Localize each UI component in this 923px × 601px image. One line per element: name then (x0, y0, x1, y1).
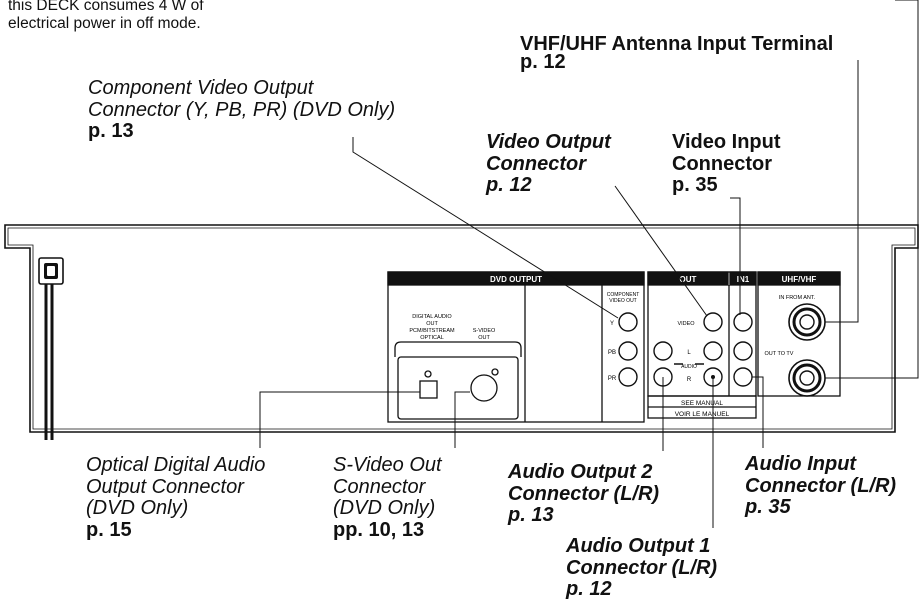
component-label-1: COMPONENT (607, 292, 640, 298)
dvd-output-header: DVD OUTPUT (490, 275, 542, 284)
callout-svideo-out: S-Video Out Connector (DVD Only) pp. 10,… (333, 454, 442, 541)
leader-video-input (730, 197, 741, 315)
component-video-line2: Connector (Y, PB, PR) (DVD Only) (88, 98, 396, 121)
audio-l-label: L (687, 350, 691, 356)
leader-optical-audio (259, 391, 420, 448)
svideo-out-line1: S-Video Out (333, 454, 442, 476)
out-to-tv-label: OUT TO TV (765, 351, 794, 357)
dvd-output-panel (387, 271, 645, 423)
callout-audio-input: Audio Input Connector (L/R) p. 35 (745, 453, 897, 519)
audio-input-line2: Connector (L/R) (745, 474, 897, 497)
video-input-line1: Video Input (672, 131, 781, 153)
svideo-out-page: pp. 10, 13 (333, 518, 425, 541)
optical-audio-line1: Optical Digital Audio (86, 454, 266, 476)
optical-audio-line2: Output Connector (86, 475, 244, 498)
in-from-ant-label: IN FROM ANT. (779, 295, 816, 301)
callout-audio-output-1: Audio Output 1 Connector (L/R) p. 12 (566, 535, 718, 601)
leader-component-video (352, 137, 619, 319)
antenna-input-page: p. 12 (520, 50, 566, 73)
digital-audio-label-3: PCM/BITSTREAM (409, 328, 455, 334)
callout-video-input: Video Input Connector p. 35 (672, 131, 781, 197)
voir-le-manuel-label: VOIR LE MANUEL (675, 411, 730, 418)
leader-audio-input (752, 376, 764, 448)
audio-input-line1: Audio Input (745, 453, 857, 475)
component-jacks (618, 312, 638, 387)
component-pb-label: PB (608, 350, 616, 356)
video-output-page: p. 12 (486, 174, 532, 197)
svideo-label-2: OUT (478, 335, 490, 341)
audio-input-page: p. 35 (745, 496, 791, 519)
callout-optical-audio: Optical Digital Audio Output Connector (… (86, 454, 266, 541)
antenna-input-title: VHF/UHF Antenna Input Terminal (520, 33, 834, 55)
power-cord (38, 257, 64, 440)
audio-output-2-line2: Connector (L/R) (508, 482, 660, 505)
leader-video-output (614, 185, 708, 317)
svideo-out-line3: (DVD Only) (333, 497, 436, 520)
audio-output-2-line1: Audio Output 2 (508, 461, 653, 483)
component-pr-label: PR (608, 376, 617, 382)
svideo-out-line2: Connector (333, 475, 426, 498)
audio-output-1-page: p. 12 (566, 578, 612, 601)
leader-antenna-out (825, 0, 919, 379)
audio-output-1-line1: Audio Output 1 (566, 535, 711, 557)
callout-component-video: Component Video Output Connector (Y, PB,… (88, 77, 396, 143)
video-input-line2: Connector (672, 152, 772, 175)
component-y-label: Y (610, 321, 614, 327)
video-input-page: p. 35 (672, 174, 718, 197)
av-jacks (653, 312, 753, 387)
in1-header: IN1 (737, 275, 750, 284)
optical-audio-page: p. 15 (86, 518, 132, 541)
leader-antenna-input (825, 60, 859, 323)
antenna-out-jack (788, 359, 826, 397)
out-header: OUT (680, 275, 697, 284)
svideo-label-1: S-VIDEO (473, 328, 496, 334)
see-manual-label: SEE MANUAL (681, 400, 723, 407)
component-label-2: VIDEO OUT (609, 298, 637, 304)
audio-label: AUDIO (681, 364, 697, 370)
power-note: this DECK consumes 4 W of electrical pow… (8, 0, 204, 34)
optical-audio-port (419, 370, 438, 399)
uhf-vhf-header: UHF/VHF (782, 275, 817, 284)
callout-video-output: Video Output Connector p. 12 (486, 131, 611, 197)
video-output-line1: Video Output (486, 131, 611, 153)
video-jack-label: VIDEO (677, 321, 695, 327)
audio-r-label: R (687, 377, 692, 383)
component-video-line1: Component Video Output (88, 77, 314, 99)
antenna-panel (757, 271, 841, 397)
video-output-line2: Connector (486, 152, 586, 175)
digital-audio-label-1: DIGITAL AUDIO (412, 314, 452, 320)
optical-audio-line3: (DVD Only) (86, 497, 189, 520)
svideo-port (470, 368, 499, 402)
cabinet-outline (4, 224, 919, 433)
digital-audio-label-4: OPTICAL (420, 335, 444, 341)
component-video-page: p. 13 (88, 120, 134, 143)
leader-svideo-out (454, 391, 470, 448)
av-panel (647, 271, 757, 419)
digital-audio-label-2: OUT (426, 321, 438, 327)
audio-output-2-page: p. 13 (508, 504, 554, 527)
power-note-line2: electrical power in off mode. (8, 15, 201, 33)
antenna-in-jack (788, 303, 826, 341)
callout-audio-output-2: Audio Output 2 Connector (L/R) p. 13 (508, 461, 660, 527)
audio-output-1-line2: Connector (L/R) (566, 556, 718, 579)
callout-antenna-input: VHF/UHF Antenna Input Terminal p. 12 (520, 33, 834, 73)
leader-lines (259, 0, 919, 528)
power-note-line1: this DECK consumes 4 W of (8, 0, 204, 14)
